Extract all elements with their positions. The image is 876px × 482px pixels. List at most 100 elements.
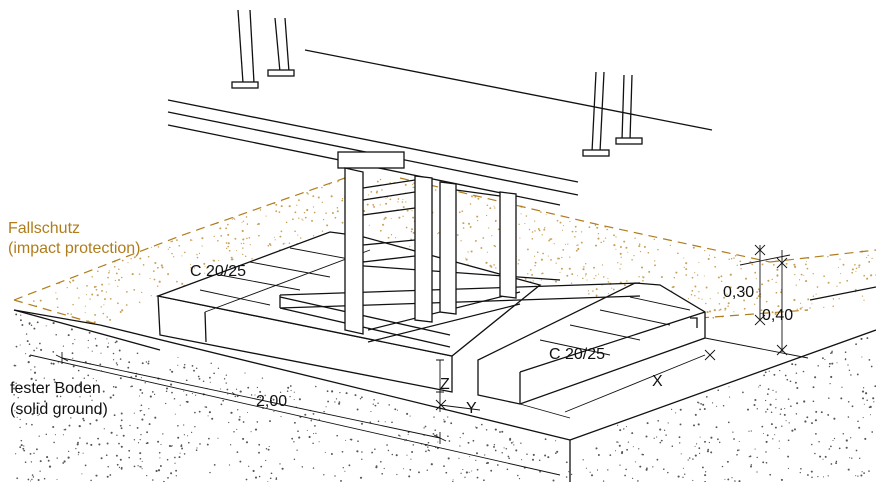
texture-dot [36,347,38,349]
texture-dot [307,193,309,195]
texture-dot [569,256,571,258]
texture-dot [709,298,711,300]
texture-dot [28,343,31,346]
texture-dot [472,439,475,442]
texture-dot [509,437,512,440]
texture-dot [45,433,48,436]
texture-dot [235,388,238,390]
steel-frame [337,151,517,335]
texture-dot [43,477,46,480]
texture-dot [832,439,834,442]
texture-dot [693,424,695,427]
texture-dot [468,471,470,473]
texture-dot [379,204,381,206]
texture-dot [52,322,55,325]
texture-dot [302,219,304,221]
texture-dot [452,479,454,481]
texture-dot [706,450,709,453]
texture-dot [780,478,783,481]
texture-dot [564,243,567,245]
texture-dot [641,453,644,456]
texture-dot [844,358,847,361]
texture-dot [210,268,212,270]
texture-dot [776,274,779,277]
texture-dot [583,266,585,268]
texture-dot [53,407,55,410]
texture-dot [501,430,504,433]
texture-dot [373,205,376,208]
texture-dot [139,465,142,468]
texture-dot [348,464,351,467]
texture-dot [100,306,102,308]
texture-dot [766,408,769,411]
texture-dot [863,403,865,405]
texture-dot [776,268,779,271]
texture-dot [19,418,21,421]
texture-dot [241,222,243,224]
texture-dot [705,302,707,305]
texture-dot [171,252,173,255]
texture-dot [559,271,561,273]
texture-dot [116,364,119,366]
texture-dot [851,268,854,271]
texture-dot [690,293,693,296]
texture-dot [18,388,21,390]
texture-dot [477,197,480,200]
texture-dot [308,435,311,439]
texture-dot [83,377,86,379]
texture-dot [779,413,782,415]
texture-dot [700,403,702,405]
texture-dot [327,400,330,403]
texture-dot [671,286,674,288]
texture-dot [115,454,118,457]
texture-dot [872,397,875,400]
texture-dot [708,254,711,256]
texture-dot [297,430,299,433]
texture-dot [29,480,32,482]
texture-dot [213,235,215,238]
texture-dot [112,359,115,361]
texture-dot [16,477,19,480]
texture-dot [285,221,288,224]
texture-dot [298,199,300,202]
texture-dot [688,457,691,459]
texture-dot [820,411,823,414]
texture-dot [855,267,858,270]
texture-dot [626,448,629,451]
texture-dot [245,478,248,481]
texture-dot [293,398,295,401]
texture-dot [341,221,344,224]
texture-dot [833,417,836,420]
texture-dot [558,257,561,260]
texture-dot [694,272,696,274]
texture-dot [19,426,21,429]
texture-dot [227,393,229,395]
texture-dot [525,215,528,217]
texture-dot [286,390,289,392]
texture-dot [762,432,764,435]
texture-dot [460,472,462,474]
texture-dot [170,472,173,475]
texture-dot [847,364,849,366]
texture-dot [775,407,777,409]
texture-dot [406,412,409,415]
texture-dot [861,390,865,393]
texture-dot [185,394,188,396]
texture-dot [748,456,750,458]
texture-dot [138,301,141,304]
texture-dot [593,266,595,269]
texture-dot [830,375,833,379]
texture-dot [337,180,339,183]
texture-dot [836,285,838,287]
texture-dot [160,264,163,267]
texture-dot [833,437,836,440]
texture-dot [847,416,850,418]
texture-dot [795,284,797,286]
texture-dot [864,437,867,440]
texture-dot [296,204,298,206]
texture-dot [121,309,124,312]
texture-dot [704,471,707,473]
texture-dot [600,241,602,244]
texture-dot [282,243,285,245]
texture-dot [766,393,769,395]
